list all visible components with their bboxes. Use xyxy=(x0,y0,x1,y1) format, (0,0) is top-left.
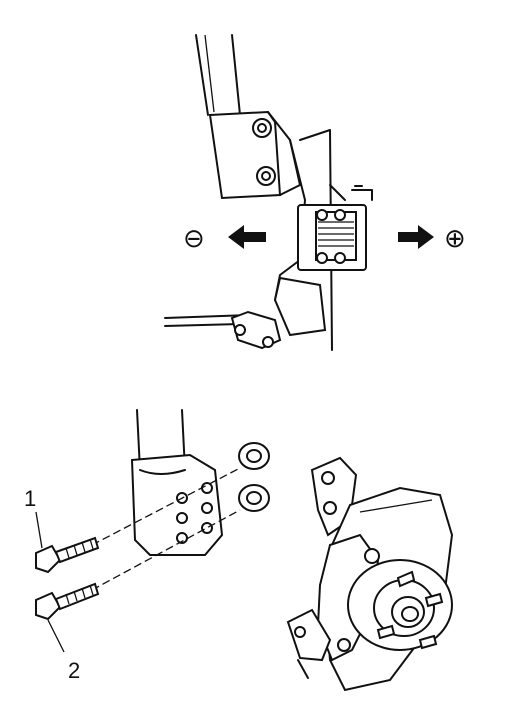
strut-camber-adjustment-view: ⊖ ⊕ xyxy=(164,34,466,351)
camber-adjuster xyxy=(297,185,373,271)
arrow-positive xyxy=(398,225,434,249)
knuckle-hub-assembly xyxy=(286,456,454,692)
alignment-line-upper xyxy=(91,467,241,546)
arrow-negative xyxy=(228,225,266,249)
plus-symbol: ⊕ xyxy=(444,224,466,254)
callout-leader-2 xyxy=(47,619,65,653)
nut-upper xyxy=(238,442,270,470)
wheel-studs xyxy=(376,570,444,650)
lower-strut-bracket xyxy=(130,453,224,556)
nut-lower xyxy=(238,484,270,512)
minus-symbol: ⊖ xyxy=(183,224,205,254)
strut-bracket xyxy=(208,110,301,200)
callout-label-2: 2 xyxy=(68,658,80,683)
knuckle-lower-arm xyxy=(286,608,332,679)
alignment-line-lower xyxy=(91,509,241,591)
callout-leader-1 xyxy=(35,511,43,549)
callout-label-1: 1 xyxy=(24,486,36,511)
strut-mount-bolts-view: 1 2 xyxy=(24,409,270,683)
strut-tube xyxy=(195,34,241,116)
bolt-1 xyxy=(35,536,100,574)
lower-link xyxy=(164,276,327,350)
bolt-2 xyxy=(35,582,100,621)
wheel-hub xyxy=(347,559,453,651)
